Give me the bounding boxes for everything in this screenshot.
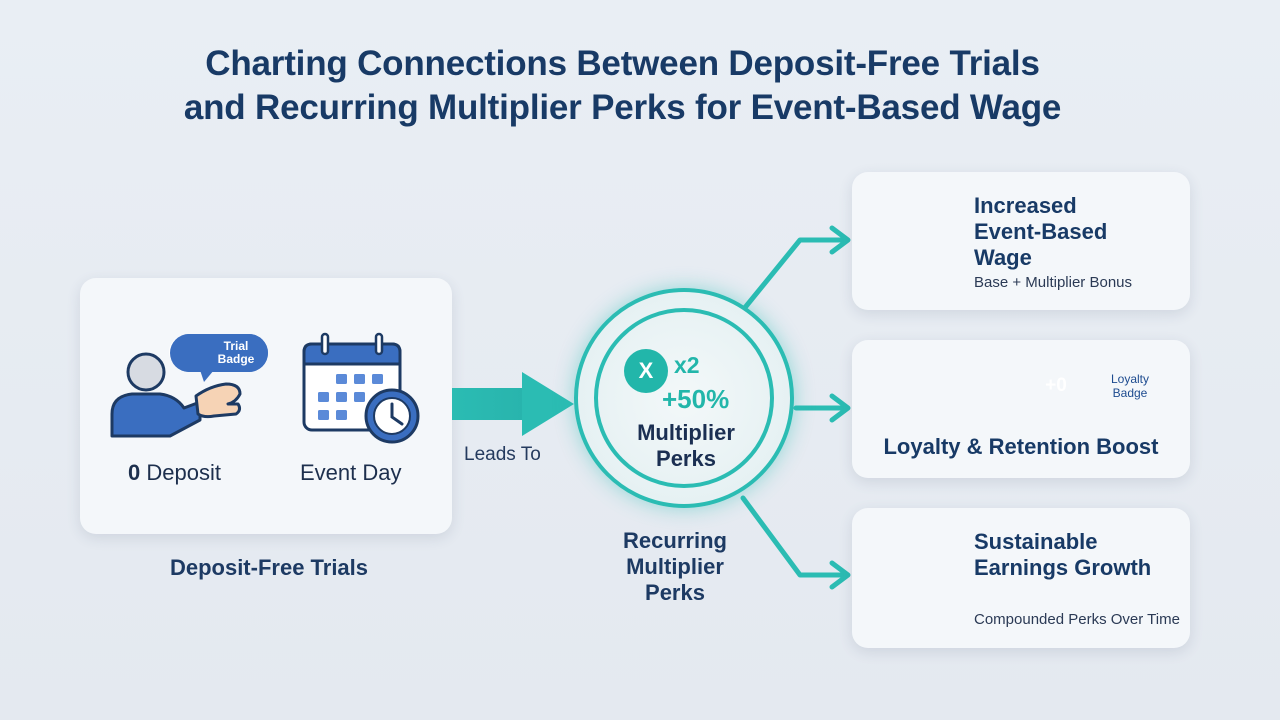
branch-arrow-middle bbox=[793, 393, 851, 423]
multiplier-value: x2 bbox=[674, 352, 700, 378]
outcome-card-loyalty bbox=[852, 340, 1190, 478]
title-line-2: and Recurring Multiplier Perks for Event… bbox=[183, 88, 1062, 127]
outcome-card-growth bbox=[852, 508, 1190, 648]
deposit-amount: 0 bbox=[128, 460, 141, 485]
multiplier-inner-ring bbox=[594, 308, 774, 488]
multiplier-perks-label: Multiplier Perks bbox=[637, 420, 735, 471]
deposit-label: 0 Deposit bbox=[128, 460, 221, 486]
event-day-label: Event Day bbox=[300, 460, 402, 485]
deposit-free-trials-caption: Deposit-Free Trials bbox=[169, 555, 369, 580]
outcome-title-growth: Sustainable Earnings Growth bbox=[974, 529, 1152, 580]
outcome-title-wage: Increased Event-Based Wage bbox=[974, 193, 1108, 270]
outcome-title-loyalty: Loyalty & Retention Boost bbox=[883, 434, 1159, 459]
branch-arrow-top bbox=[740, 225, 851, 313]
x-symbol-icon: X bbox=[624, 349, 668, 393]
page-title: Charting Connections Between Deposit-Fre… bbox=[0, 42, 1245, 130]
outcome-subtitle-wage: Base + Multiplier Bonus bbox=[974, 274, 1132, 291]
deposit-text: Deposit bbox=[146, 460, 221, 485]
leads-to-label: Leads To bbox=[464, 444, 541, 465]
calendar-clock-icon bbox=[302, 332, 420, 444]
recurring-multiplier-perks-caption: Recurring Multiplier Perks bbox=[623, 528, 727, 605]
outcome-card-wage bbox=[852, 172, 1190, 310]
branch-arrow-bottom bbox=[740, 495, 851, 590]
trial-badge: Trial Badge bbox=[170, 334, 268, 372]
plus-zero-label: +0 bbox=[1045, 375, 1067, 396]
outcome-subtitle-growth: Compounded Perks Over Time bbox=[974, 611, 1180, 628]
leads-to-arrow bbox=[452, 372, 574, 436]
person-hand-icon bbox=[110, 352, 242, 438]
title-line-1: Charting Connections Between Deposit-Fre… bbox=[205, 44, 1040, 83]
loyalty-badge-label: Loyalty Badge bbox=[1110, 372, 1150, 400]
bonus-value: +50% bbox=[662, 384, 730, 414]
